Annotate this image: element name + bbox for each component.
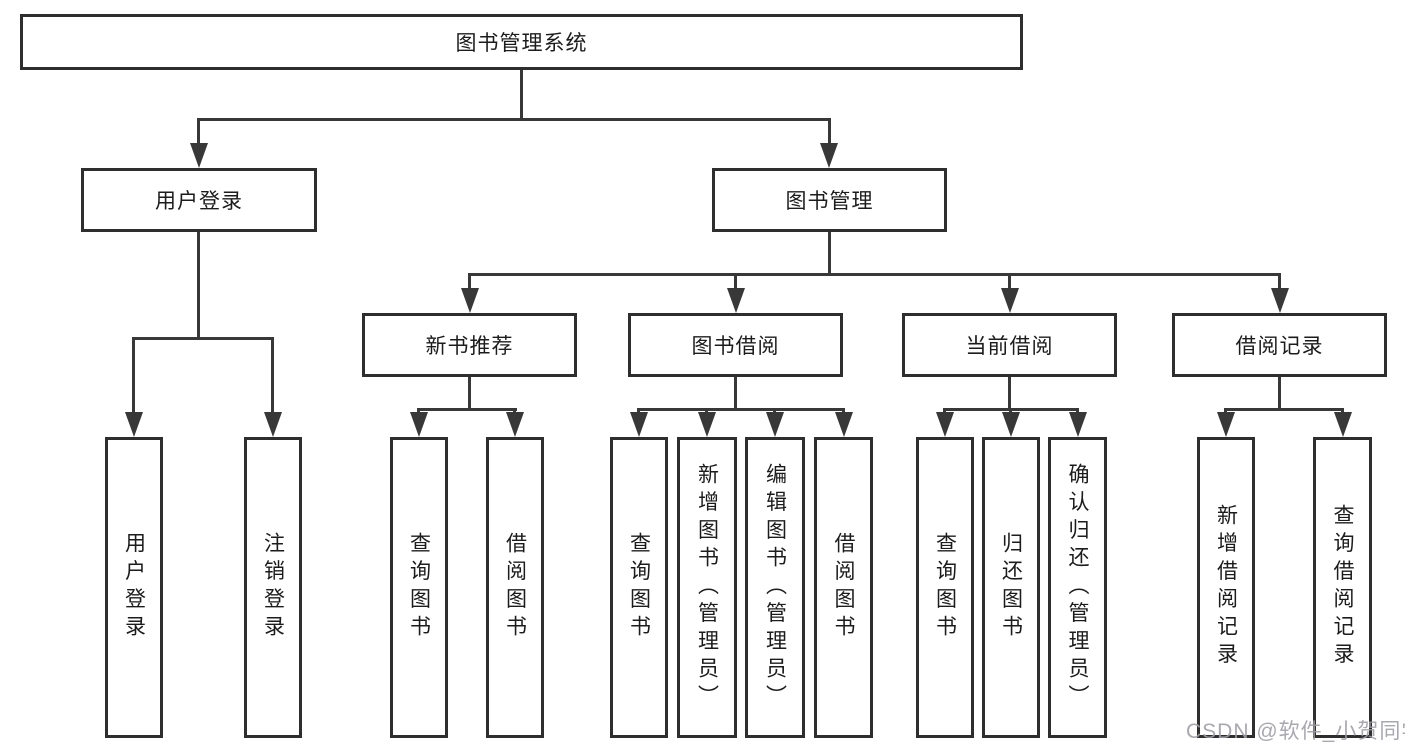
- node-book-borrowing: 图书借阅: [628, 313, 843, 377]
- arrowhead-icon: [1334, 412, 1352, 437]
- arrowhead-icon: [727, 288, 745, 313]
- node-leaf-query-books-current: 查询图书: [916, 437, 974, 738]
- node-label: 查询图书: [407, 532, 431, 643]
- connector-line: [734, 377, 737, 411]
- arrowhead-icon: [410, 412, 428, 437]
- node-label: 图书管理: [785, 190, 874, 213]
- node-leaf-query-borrow-record: 查询借阅记录: [1313, 437, 1372, 738]
- node-label: 确认归还（管理员）: [1066, 462, 1089, 713]
- arrowhead-icon: [766, 412, 784, 437]
- connector-line: [417, 408, 517, 411]
- connector-line: [828, 232, 831, 276]
- node-leaf-borrow-books-recommend: 借阅图书: [486, 437, 544, 738]
- arrowhead-icon: [190, 143, 208, 168]
- connector-line: [1278, 273, 1281, 291]
- arrowhead-icon: [461, 288, 479, 313]
- node-new-book-recommendation: 新书推荐: [362, 313, 577, 377]
- arrowhead-icon: [698, 412, 716, 437]
- connector-line: [197, 118, 831, 121]
- arrowhead-icon: [125, 412, 143, 437]
- arrowhead-icon: [1001, 288, 1019, 313]
- arrowhead-icon: [936, 412, 954, 437]
- node-label: 查询图书: [627, 532, 651, 643]
- node-label: 归还图书: [999, 532, 1023, 643]
- connector-line: [271, 337, 274, 415]
- connector-line: [1008, 377, 1011, 411]
- node-label: 新书推荐: [425, 335, 514, 358]
- arrowhead-icon: [1002, 412, 1020, 437]
- arrowhead-icon: [264, 412, 282, 437]
- node-label: 借阅记录: [1235, 335, 1324, 358]
- node-leaf-confirm-return-admin: 确认归还（管理员）: [1048, 437, 1107, 738]
- node-root-library-system: 图书管理系统: [20, 14, 1023, 70]
- arrowhead-icon: [1217, 412, 1235, 437]
- connector-line: [1224, 408, 1344, 411]
- connector-line: [132, 337, 274, 340]
- node-label: 借阅图书: [503, 532, 527, 643]
- node-leaf-add-borrow-record: 新增借阅记录: [1197, 437, 1255, 738]
- connector-line: [197, 118, 200, 148]
- connector-line: [520, 70, 523, 121]
- connector-line: [1008, 273, 1011, 291]
- connector-line: [637, 408, 845, 411]
- node-label: 新增图书（管理员）: [695, 462, 719, 713]
- connector-line: [197, 232, 200, 340]
- connector-line: [828, 118, 831, 148]
- node-leaf-user-login: 用户登录: [105, 437, 163, 738]
- node-borrowing-records: 借阅记录: [1172, 313, 1387, 377]
- connector-line: [1278, 377, 1281, 411]
- node-leaf-borrow-books: 借阅图书: [814, 437, 873, 738]
- node-leaf-edit-books-admin: 编辑图书（管理员）: [745, 437, 805, 738]
- node-label: 注销登录: [261, 532, 285, 643]
- node-label: 用户登录: [122, 532, 146, 643]
- arrowhead-icon: [1069, 412, 1087, 437]
- node-book-management: 图书管理: [712, 168, 947, 232]
- connector-line: [734, 273, 737, 291]
- node-label: 查询借阅记录: [1331, 504, 1354, 671]
- node-leaf-query-books-borrow: 查询图书: [610, 437, 668, 738]
- arrowhead-icon: [506, 412, 524, 437]
- node-label: 编辑图书（管理员）: [763, 462, 787, 713]
- node-current-borrowing: 当前借阅: [902, 313, 1117, 377]
- node-leaf-add-books-admin: 新增图书（管理员）: [677, 437, 737, 738]
- node-label: 图书借阅: [691, 335, 780, 358]
- arrowhead-icon: [835, 412, 853, 437]
- node-label: 借阅图书: [832, 532, 855, 643]
- connector-line: [132, 337, 135, 415]
- arrowhead-icon: [630, 412, 648, 437]
- node-leaf-return-books: 归还图书: [982, 437, 1040, 738]
- csdn-watermark: CSDN @软件_小贺同学: [1186, 720, 1405, 743]
- node-user-login: 用户登录: [81, 168, 317, 232]
- node-label: 用户登录: [155, 190, 243, 213]
- connector-line: [468, 273, 1281, 276]
- node-label: 查询图书: [933, 532, 957, 643]
- arrowhead-icon: [1271, 288, 1289, 313]
- connector-line: [468, 377, 471, 411]
- node-label: 当前借阅: [965, 335, 1054, 358]
- node-label: 图书管理系统: [455, 32, 588, 55]
- connector-line: [468, 273, 471, 291]
- node-label: 新增借阅记录: [1214, 504, 1238, 671]
- node-leaf-query-books-recommend: 查询图书: [390, 437, 448, 738]
- node-leaf-logout: 注销登录: [244, 437, 302, 738]
- arrowhead-icon: [820, 143, 838, 168]
